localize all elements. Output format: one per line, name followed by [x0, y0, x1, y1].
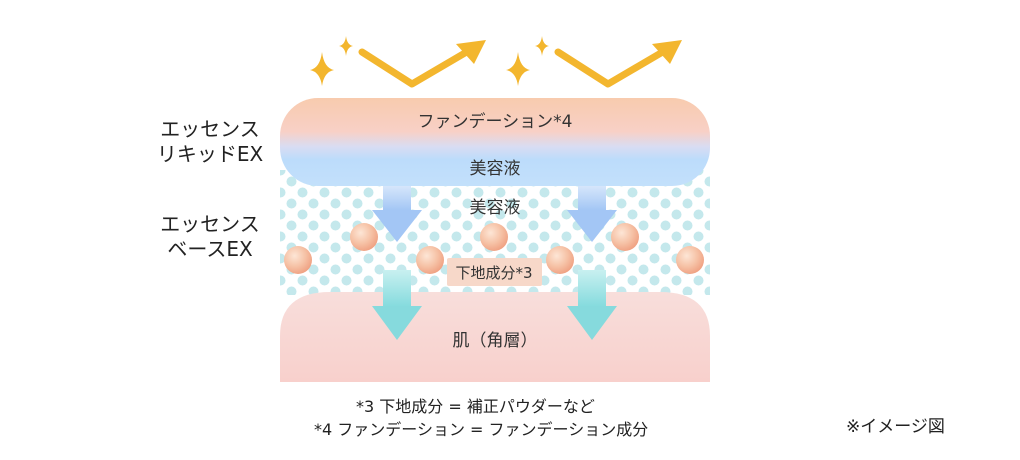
pigment-ball — [416, 246, 444, 274]
reflection-arrow-icon — [358, 46, 474, 88]
down-arrow-left-upper — [372, 186, 422, 242]
down-arrow-right-upper — [567, 186, 617, 242]
serum-mid-label: 美容液 — [470, 198, 521, 218]
pigment-ball — [676, 246, 704, 274]
foundation-label: ファンデーション*4 — [418, 111, 573, 132]
sparkle-icon — [535, 36, 549, 56]
pigment-ball — [350, 223, 378, 251]
pigment-ball — [480, 223, 508, 251]
base-ex-label: エッセンス ベースEX — [160, 212, 260, 261]
sparkle-icon — [506, 52, 530, 86]
pigment-ball — [546, 246, 574, 274]
sparkle-icon — [310, 52, 334, 86]
liquid-ex-label: エッセンス リキッドEX — [156, 117, 264, 166]
sparkle-group-left — [310, 36, 486, 88]
skin-label: 肌（角層） — [453, 331, 538, 351]
footnote-3: *3 下地成分 = 補正パウダーなど — [356, 397, 595, 416]
sparkle-group-right — [506, 36, 682, 88]
sparkle-icon — [339, 36, 353, 56]
pigment-label-box — [447, 258, 542, 286]
liquid-layer — [280, 98, 710, 186]
reflection-arrow-icon — [554, 46, 670, 88]
footnote-4: *4 ファンデーション = ファンデーション成分 — [314, 420, 649, 439]
pigment-balls — [284, 223, 704, 274]
serum-top-label: 美容液 — [470, 159, 521, 179]
pigment-ball — [284, 246, 312, 274]
down-arrow-left-lower — [372, 270, 422, 340]
pigment-label: 下地成分*3 — [455, 264, 532, 282]
pigment-ball — [611, 223, 639, 251]
down-arrow-right-lower — [567, 270, 617, 340]
image-note: ※イメージ図 — [846, 417, 945, 437]
